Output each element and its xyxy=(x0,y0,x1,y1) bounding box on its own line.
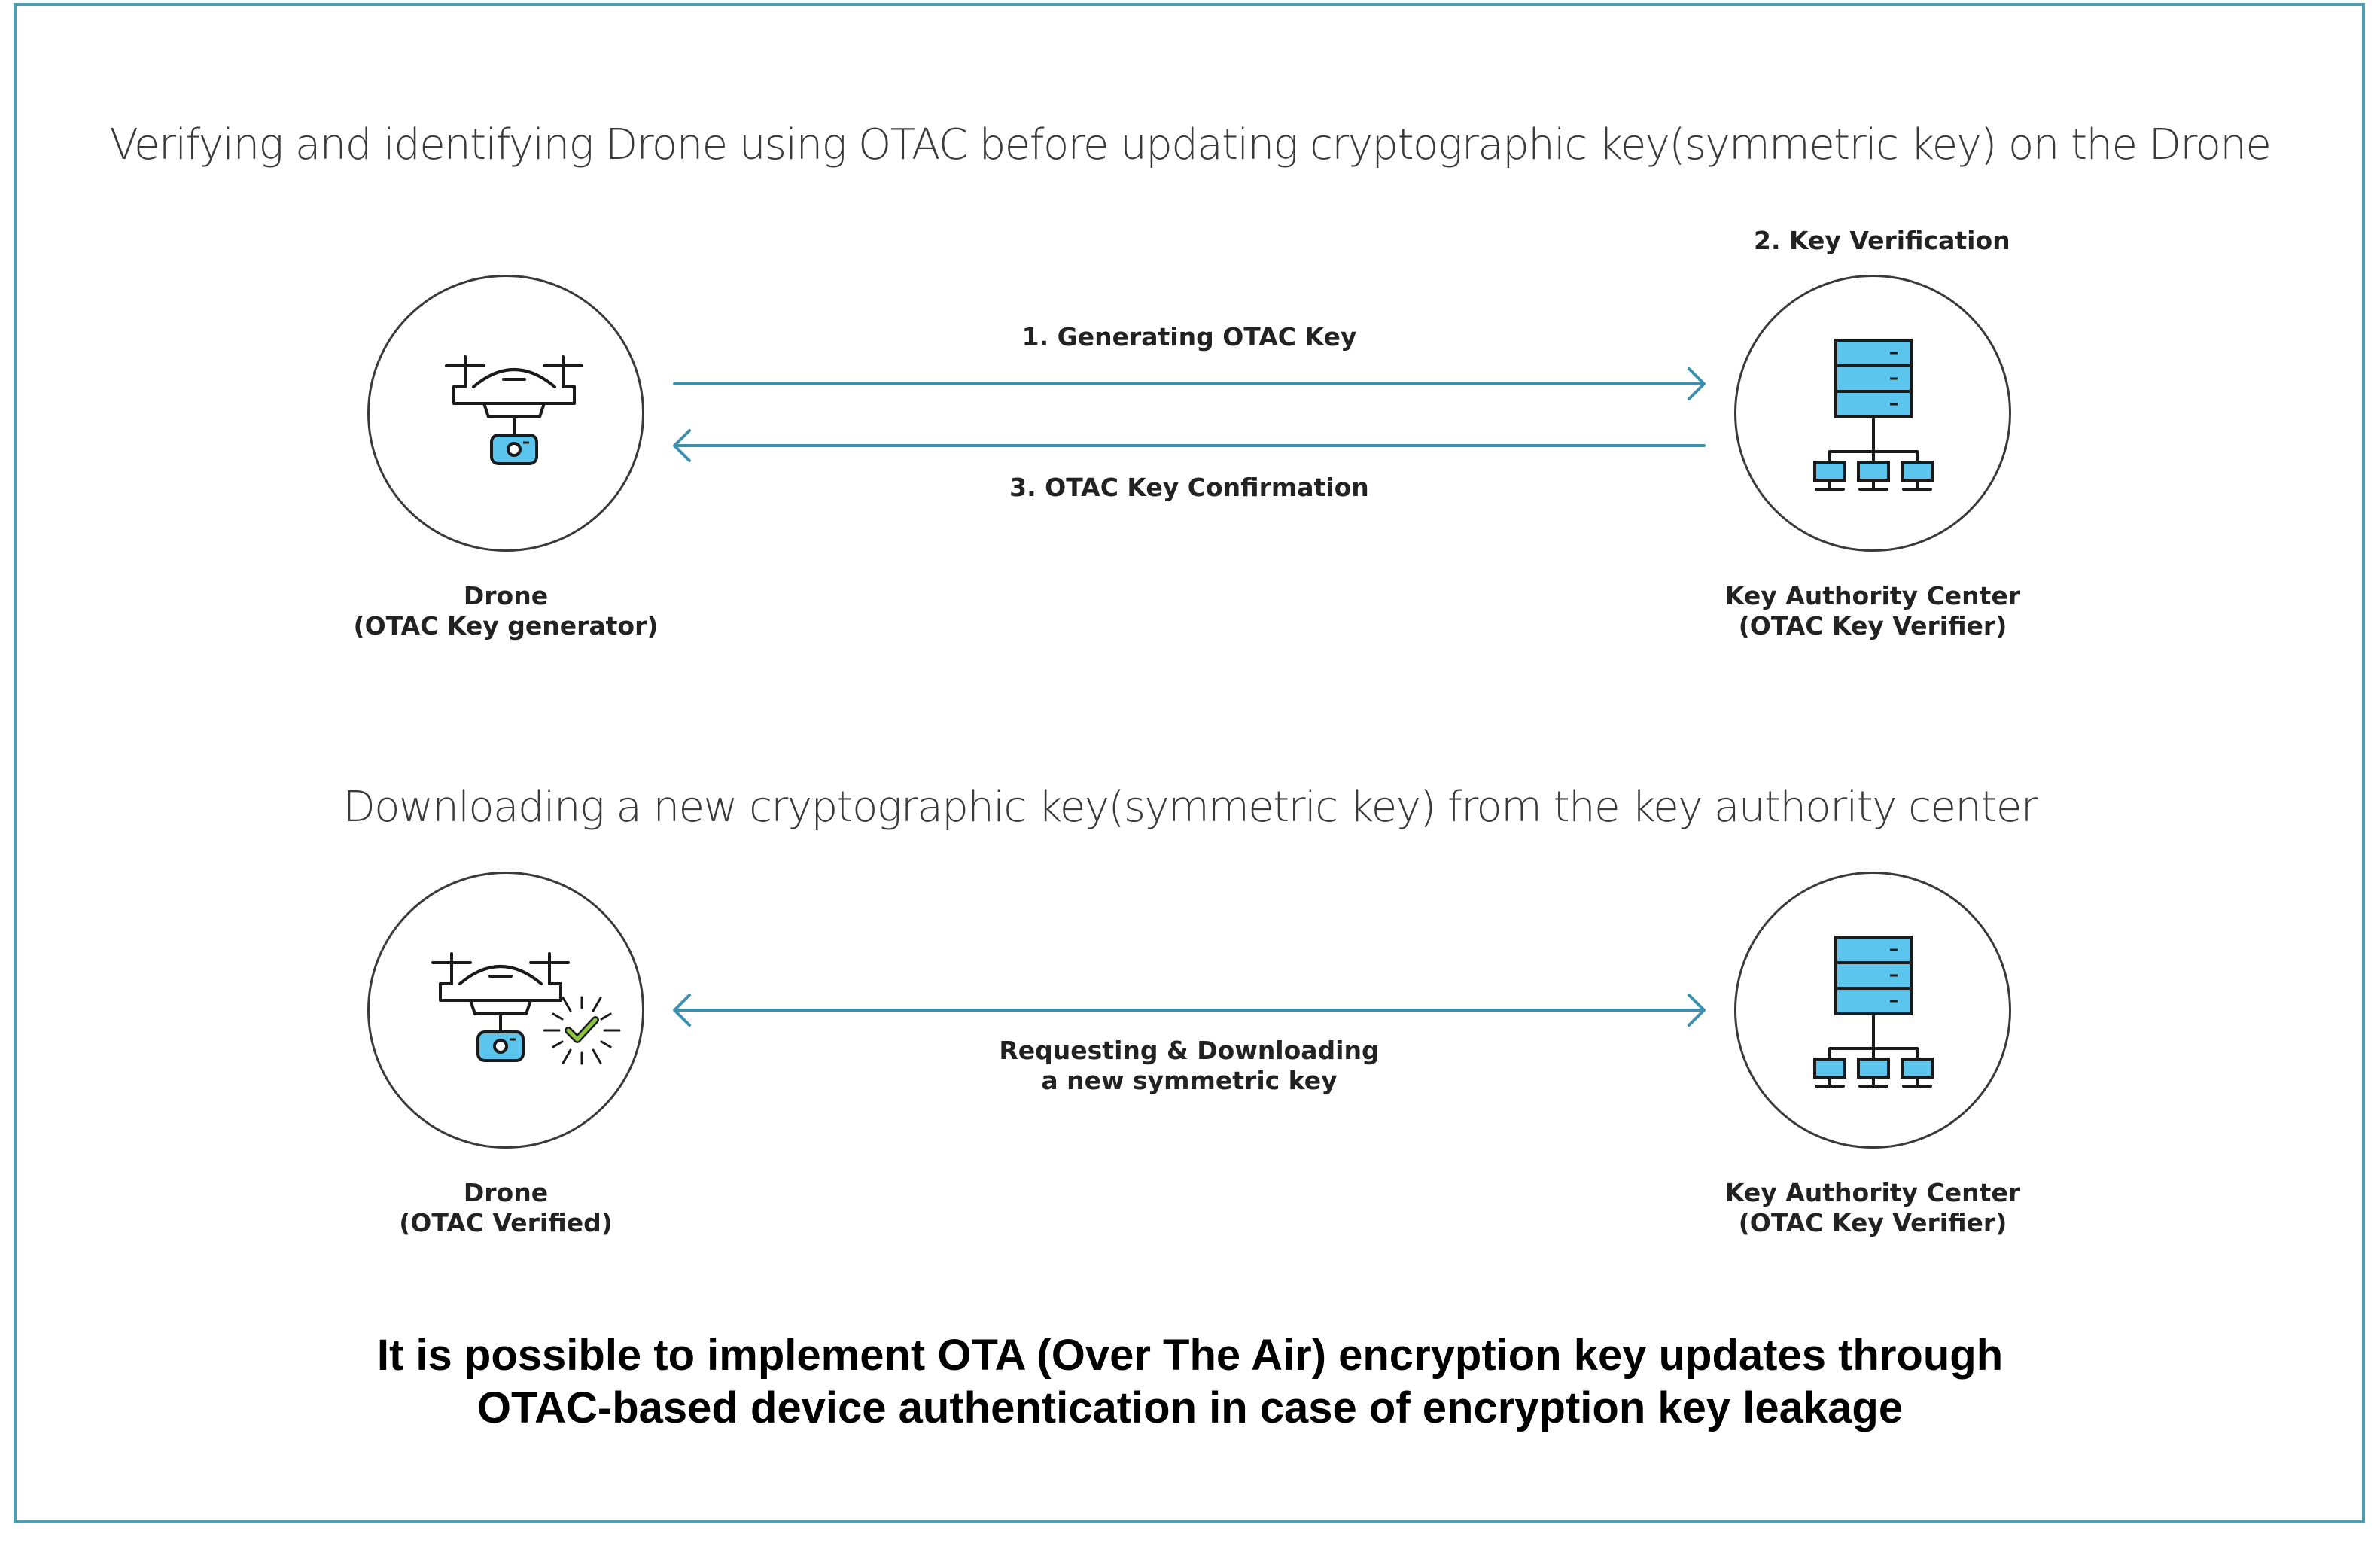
arrow-otac-confirmation xyxy=(673,429,1706,462)
key-authority-label-2: Key Authority Center (OTAC Key Verifier) xyxy=(1685,1178,2061,1238)
drone-role: (OTAC Key generator) xyxy=(353,611,659,641)
drone-node xyxy=(367,275,644,552)
summary-line1: It is possible to implement OTA (Over Th… xyxy=(376,1331,2004,1380)
key-authority-label: Key Authority Center (OTAC Key Verifier) xyxy=(1685,581,2061,641)
drone-name: Drone xyxy=(463,581,549,610)
arrow-request-download xyxy=(673,994,1706,1027)
key-authority-name: Key Authority Center xyxy=(1724,581,2021,610)
key-authority-node xyxy=(1734,275,2011,552)
exchange-line1: Requesting & Downloading xyxy=(999,1036,1380,1065)
exchange-label: Requesting & Downloading a new symmetric… xyxy=(881,1036,1498,1096)
drone-verified-role: (OTAC Verified) xyxy=(399,1208,613,1237)
exchange-line2: a new symmetric key xyxy=(1041,1066,1338,1095)
arrow-generate-otac xyxy=(673,367,1706,400)
server-network-icon xyxy=(1813,936,1934,1088)
server-network-icon xyxy=(1813,339,1934,491)
step3-label: 3. OTAC Key Confirmation xyxy=(1009,473,1369,502)
drone-verified-name: Drone xyxy=(463,1178,549,1207)
drone-icon xyxy=(445,355,583,465)
key-authority-role: (OTAC Key Verifier) xyxy=(1738,611,2007,641)
drone-verified-label: Drone (OTAC Verified) xyxy=(318,1178,694,1238)
key-authority-name-2: Key Authority Center xyxy=(1724,1178,2021,1207)
key-authority-node-2 xyxy=(1734,872,2011,1149)
step2-label: 2. Key Verification xyxy=(1754,226,2010,255)
step1-label: 1. Generating OTAC Key xyxy=(1021,322,1357,352)
drone-verified-node xyxy=(367,872,644,1149)
diagram-frame xyxy=(14,3,2365,1523)
drone-label: Drone (OTAC Key generator) xyxy=(318,581,694,641)
summary-line2: OTAC-based device authentication in case… xyxy=(476,1383,1904,1432)
drone-verified-icon xyxy=(431,952,621,1065)
summary-text: It is possible to implement OTA (Over Th… xyxy=(0,1329,2380,1435)
section1-title: Verifying and identifying Drone using OT… xyxy=(109,120,2272,169)
section2-title: Downloading a new cryptographic key(symm… xyxy=(342,783,2038,832)
key-authority-role-2: (OTAC Key Verifier) xyxy=(1738,1208,2007,1237)
